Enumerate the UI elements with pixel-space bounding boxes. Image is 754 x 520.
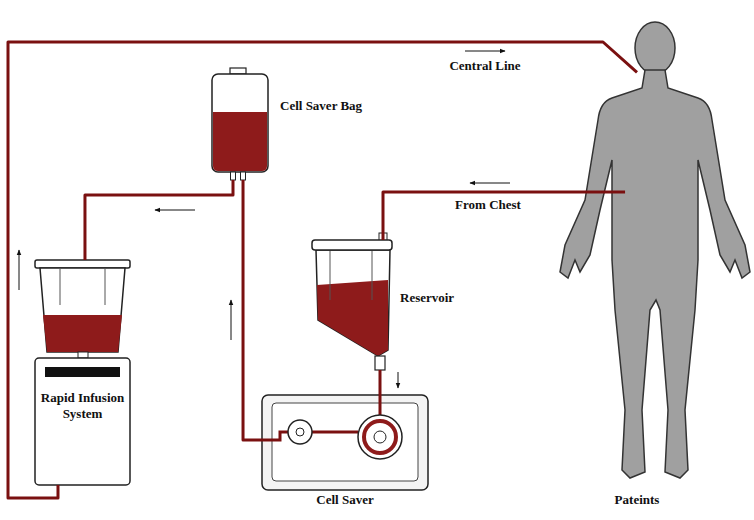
cell-saver-bag-part	[212, 74, 268, 172]
reservoir-part	[372, 250, 373, 300]
cell-saver-device-part	[262, 395, 428, 490]
tubing-line	[8, 42, 637, 498]
cell-saver-device-part	[272, 403, 418, 481]
cell-saver-device-part	[262, 432, 288, 440]
flow-arrow	[19, 250, 20, 290]
flow-arrow	[470, 183, 510, 184]
rapid-infusion-device-part	[35, 358, 130, 485]
reservoir-part	[330, 250, 331, 300]
cell-saver-device-part	[312, 431, 358, 434]
cell-saver-device-part	[288, 420, 312, 444]
node-label: Rapid Infusion System	[40, 390, 125, 421]
cell-saver-bag	[212, 68, 268, 180]
patient-figure	[560, 22, 750, 478]
rapid-infusion-device-part	[78, 352, 88, 358]
line-label: Central Line	[447, 58, 522, 74]
rapid-infusion-device-part	[40, 268, 125, 352]
reservoir-part	[312, 240, 392, 250]
flow-arrow	[155, 210, 195, 211]
reservoir-part	[317, 280, 388, 356]
node-label: Cell Saver	[316, 492, 373, 508]
tubing-line	[85, 180, 233, 260]
patient-figure-part	[635, 22, 675, 74]
rapid-infusion-device-part	[45, 367, 120, 377]
reservoir-part	[316, 250, 390, 356]
cell-saver-bag-part	[231, 172, 236, 180]
node-label: Cell Saver Bag	[280, 98, 362, 114]
patient-figure-part	[560, 70, 750, 478]
tubing-line	[379, 370, 382, 390]
cell-saver-node: Cell Saver	[262, 390, 428, 490]
node-label: Pateints	[615, 492, 660, 508]
rapid-infusion-device	[35, 260, 130, 485]
bag-node: Cell Saver Bag	[212, 68, 268, 180]
tubing-line	[243, 180, 262, 440]
cell-saver-device-part	[296, 428, 304, 436]
flow-arrow	[465, 51, 505, 52]
rapid-infusion-device-part	[43, 315, 122, 352]
reservoir-part	[375, 356, 385, 370]
cell-saver-device-part	[358, 415, 402, 459]
flow-arrow	[398, 372, 399, 388]
rapid-infusion-device-part	[60, 268, 61, 305]
reservoir	[312, 233, 392, 370]
patient-node: Pateints	[520, 10, 754, 490]
cell-saver-bag-part	[241, 172, 246, 180]
cell-saver-bag-part	[213, 112, 267, 171]
infusion-node: Rapid Infusion System	[35, 260, 130, 485]
rapid-infusion-device-part	[35, 260, 130, 268]
reservoir-node: Reservoir	[312, 240, 392, 370]
cell-saver-device	[262, 390, 428, 490]
cell-saver-bag-part	[230, 68, 246, 74]
node-label: Reservoir	[400, 290, 454, 306]
cell-saver-device-part	[364, 421, 396, 453]
cell-saver-device-part	[379, 390, 382, 415]
rapid-infusion-device-part	[105, 268, 106, 305]
flow-arrow	[231, 300, 232, 340]
cell-saver-device-part	[374, 431, 386, 443]
tubing-line	[383, 192, 625, 240]
line-label: From Chest	[453, 197, 523, 213]
